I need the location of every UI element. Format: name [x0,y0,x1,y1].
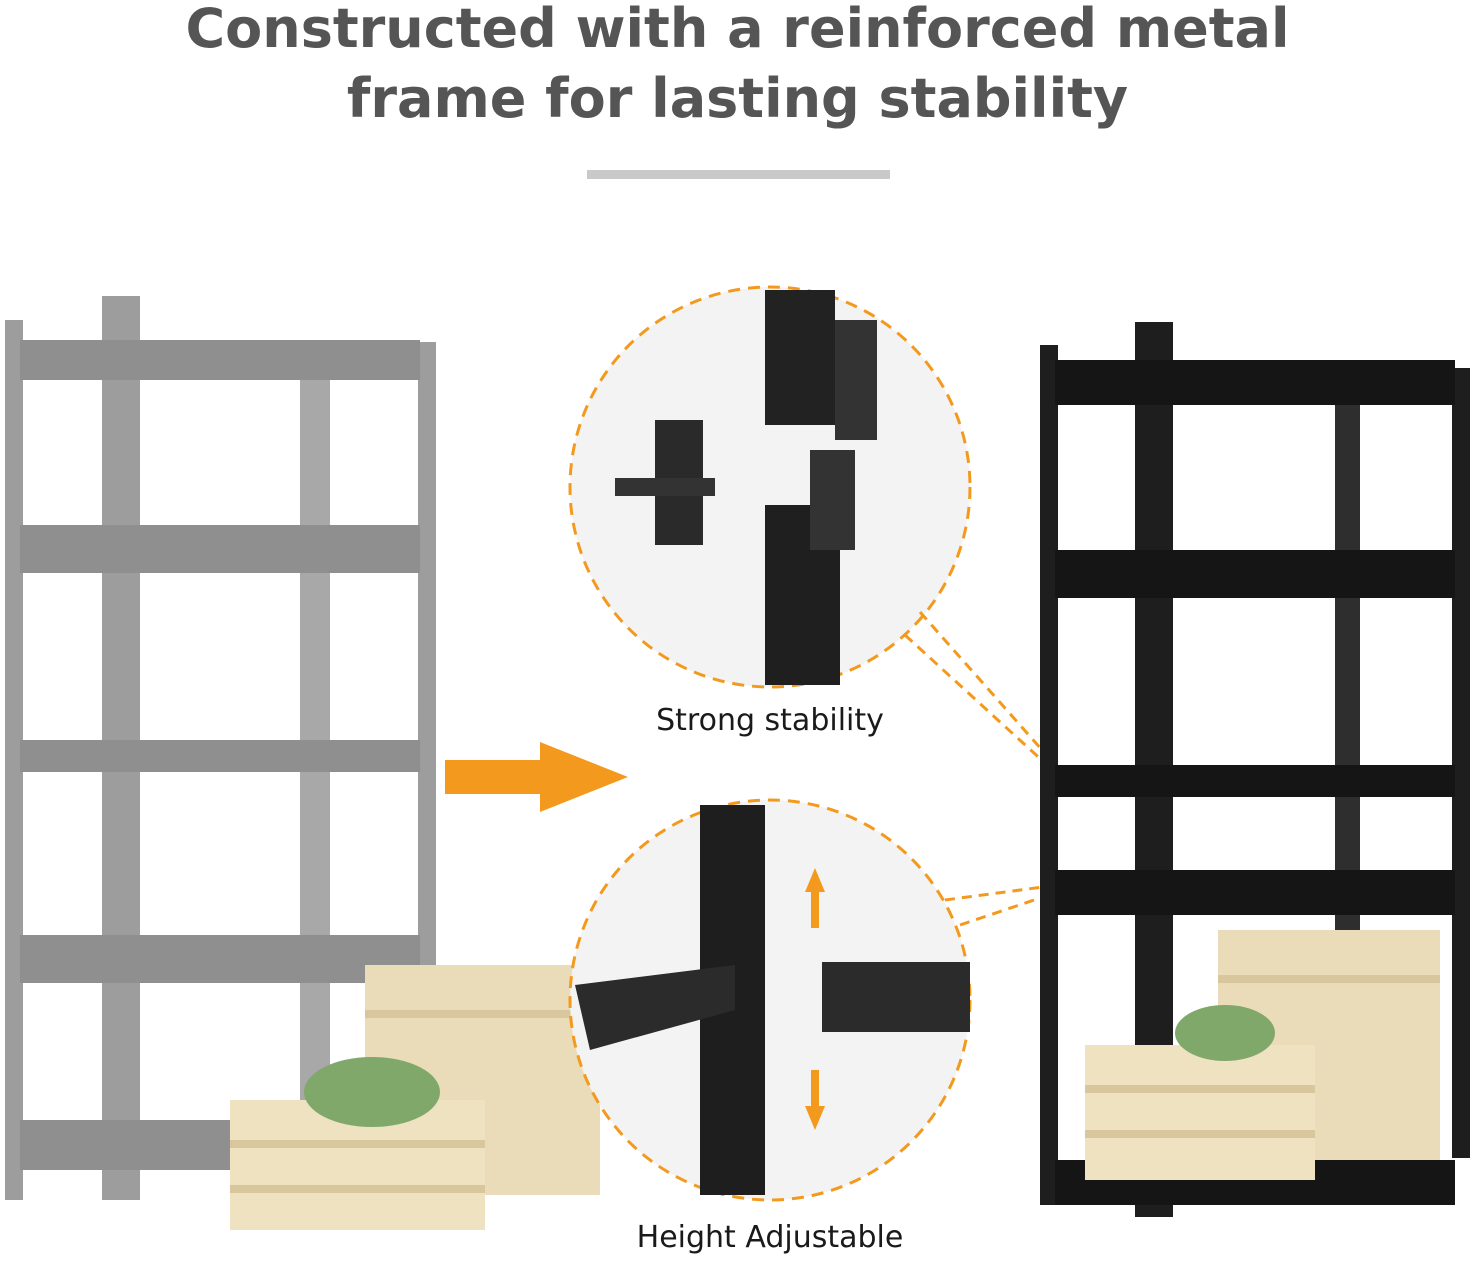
joint-detail-circle [568,285,972,689]
arrow-right-icon [445,742,628,812]
height-adjustable-label: Height Adjustable [636,1220,904,1255]
arrow-up-icon [805,868,825,928]
wooden-crates-left [230,965,600,1230]
wooden-crates-right [1085,930,1440,1180]
adjustable-detail-circle [568,798,972,1202]
title-line-1: Constructed with a reinforced metal [185,0,1290,60]
strong-stability-label: Strong stability [656,703,884,738]
page-title: Constructed with a reinforced metal fram… [0,0,1475,134]
gray-shelf-unit [5,296,436,1200]
arrow-down-icon [805,1070,825,1130]
black-shelf-unit [1040,322,1470,1217]
title-divider [587,170,890,179]
title-line-2: frame for lasting stability [346,67,1129,130]
